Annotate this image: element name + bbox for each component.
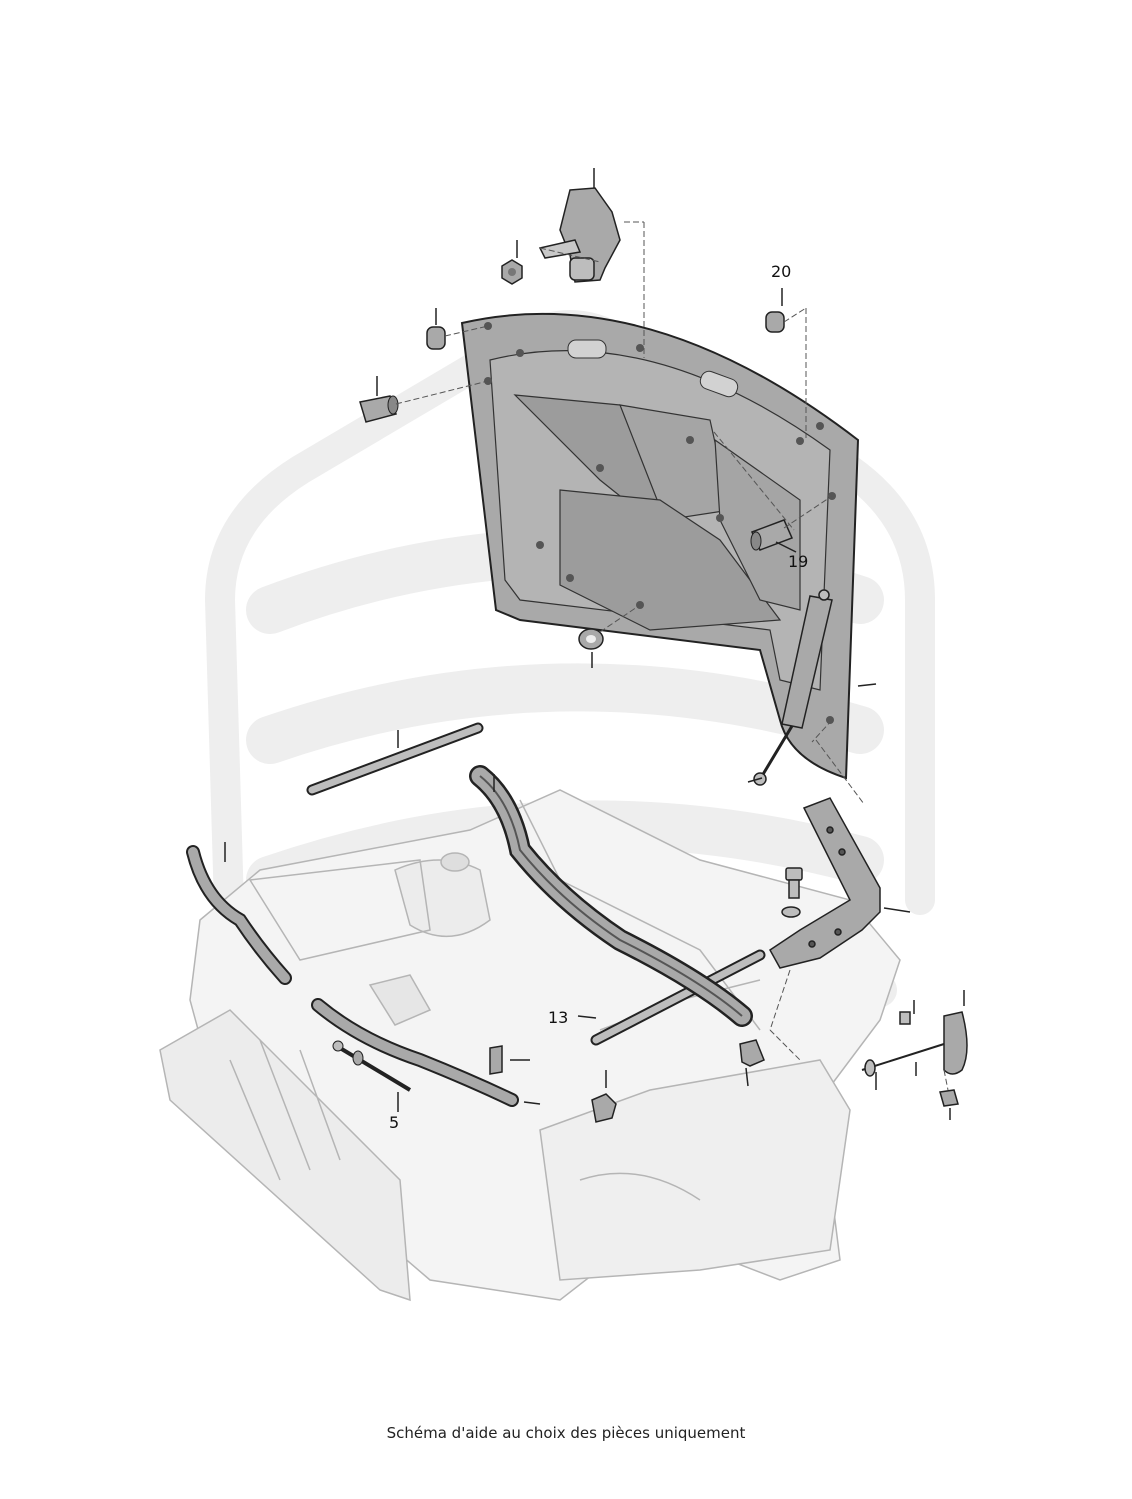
car-body <box>159 789 901 1302</box>
rubber-stop <box>739 1039 765 1067</box>
assembly-lines <box>395 221 949 1091</box>
hood-lock <box>538 187 621 283</box>
grommet <box>578 628 604 650</box>
release-cable <box>332 1040 412 1092</box>
rubber-buffer-19 <box>750 519 794 551</box>
gas-strut <box>753 589 833 786</box>
release-lever <box>861 1011 968 1107</box>
hood-panel <box>460 312 860 780</box>
seal-strip-left <box>186 845 292 985</box>
callout-20: 20 <box>771 262 791 281</box>
seal-rod-13 <box>590 949 766 1046</box>
clip-front <box>489 1045 503 1075</box>
callout-5: 5 <box>389 1113 399 1132</box>
rubber-buffer-left <box>359 395 399 423</box>
leader-lines <box>224 168 965 1120</box>
seal-strip-front <box>311 998 519 1107</box>
rubber-buffer-right-top <box>765 311 785 333</box>
seal-strip-center <box>469 765 753 1027</box>
rubber-buffer-left-top <box>426 326 446 350</box>
diagram-caption: Schéma d'aide au choix des pièces unique… <box>386 1424 746 1442</box>
hinge-bolt <box>781 867 803 918</box>
seal-rod-upper <box>306 722 484 796</box>
clip-center <box>591 1093 617 1123</box>
hood-lock-nut <box>501 259 523 285</box>
callout-13: 13 <box>548 1008 568 1027</box>
callout-19: 19 <box>788 552 808 571</box>
hood-hinge <box>769 797 881 969</box>
